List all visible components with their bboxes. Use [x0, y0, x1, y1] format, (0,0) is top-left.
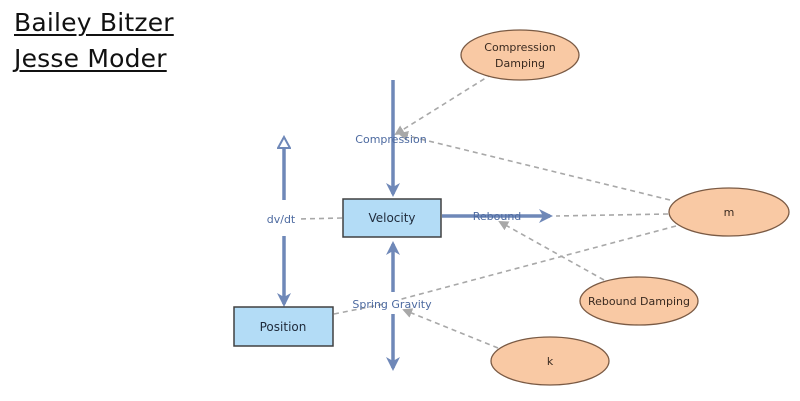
- aux-label-compression-damping-line2: Damping: [495, 57, 545, 70]
- flow-label-rebound: Rebound: [473, 210, 522, 223]
- author-name-1: Bailey Bitzer: [14, 8, 174, 37]
- stock-velocity[interactable]: Velocity: [342, 198, 442, 238]
- aux-k[interactable]: k: [490, 336, 610, 386]
- link-velocity-to-dvdt: [297, 217, 343, 220]
- aux-label-rebound-damping: Rebound Damping: [588, 295, 690, 308]
- aux-m[interactable]: m: [668, 187, 790, 237]
- aux-label-k: k: [547, 355, 554, 368]
- flows: [277, 80, 553, 371]
- aux-compression-damping[interactable]: Compression Damping: [460, 29, 580, 81]
- link-m-to-rebound: [555, 213, 669, 217]
- stock-label-position: Position: [260, 320, 307, 334]
- aux-label-compression-damping-line1: Compression: [484, 41, 555, 54]
- link-rebound-damping-to-rebound: [498, 221, 605, 281]
- link-m-to-compression: [398, 131, 671, 201]
- stock-label-velocity: Velocity: [368, 211, 415, 225]
- link-k-to-spring-gravity: [402, 308, 499, 349]
- flow-label-compression: Compression: [355, 133, 426, 146]
- link-compression-damping-to-compression: [394, 73, 493, 136]
- flow-label-spring-gravity: Spring Gravity: [352, 298, 432, 311]
- influence-links: [297, 73, 677, 349]
- stock-position[interactable]: Position: [233, 306, 334, 347]
- aux-rebound-damping[interactable]: Rebound Damping: [579, 276, 699, 326]
- author-name-2: Jesse Moder: [14, 44, 167, 73]
- aux-label-m: m: [724, 206, 735, 219]
- flow-label-dvdt: dv/dt: [267, 213, 296, 226]
- link-m-to-spring-gravity: [397, 225, 677, 301]
